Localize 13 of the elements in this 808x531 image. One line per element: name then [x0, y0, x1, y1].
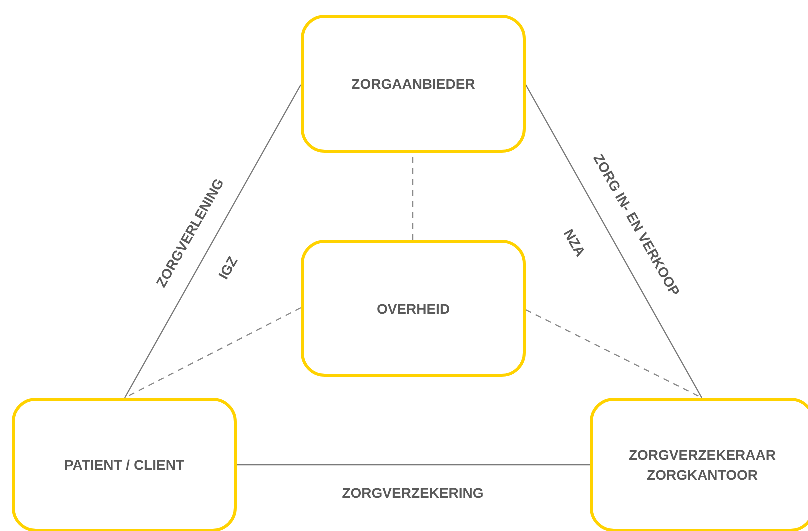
rounded-box [301, 15, 526, 153]
node-label: ZORGAANBIEDER [352, 75, 476, 94]
connector-line [124, 84, 302, 398]
node-label: OVERHEID [376, 300, 450, 318]
label: NZA [560, 226, 590, 260]
rounded-box [590, 398, 808, 531]
rounded-box [301, 240, 526, 377]
edge-label: ZORGVERZEKERING [342, 485, 484, 501]
connector-line [525, 84, 703, 398]
node-label: ZORGVERZEKERAAR ZORGKANTOOR [628, 446, 777, 485]
connector-line [237, 464, 590, 466]
rounded-box [12, 398, 237, 531]
node-label: PATIENT / CLIENT [64, 456, 185, 475]
